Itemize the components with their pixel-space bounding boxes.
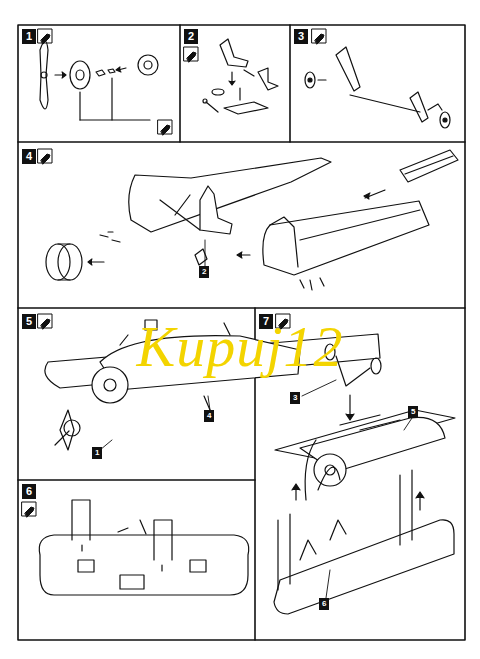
callout-number: 6 [319, 598, 329, 610]
watermark: Kupuj12 [137, 318, 344, 376]
leader-lines [100, 240, 412, 598]
callout-number: 1 [92, 447, 102, 459]
step-number: 6 [22, 484, 36, 499]
step-number: 5 [22, 314, 36, 329]
step-number: 2 [184, 29, 198, 44]
panel-7-final-assembly [274, 344, 455, 614]
callout-number: 4 [204, 410, 214, 422]
panel-4-fuselage [46, 150, 458, 290]
step-number: 3 [294, 29, 308, 44]
panel-3-undercarriage [305, 47, 450, 128]
callout-number: 5 [408, 406, 418, 418]
glue-icons [22, 29, 326, 517]
step-number: 4 [22, 149, 36, 164]
panel-frames [18, 25, 465, 640]
panel-1-engine-parts [40, 41, 158, 120]
callout-number: 3 [290, 392, 300, 404]
step-number: 1 [22, 29, 36, 44]
panel-6-lower-wing [39, 500, 248, 595]
panel-2-seat [203, 39, 278, 114]
callout-number: 2 [199, 266, 209, 278]
